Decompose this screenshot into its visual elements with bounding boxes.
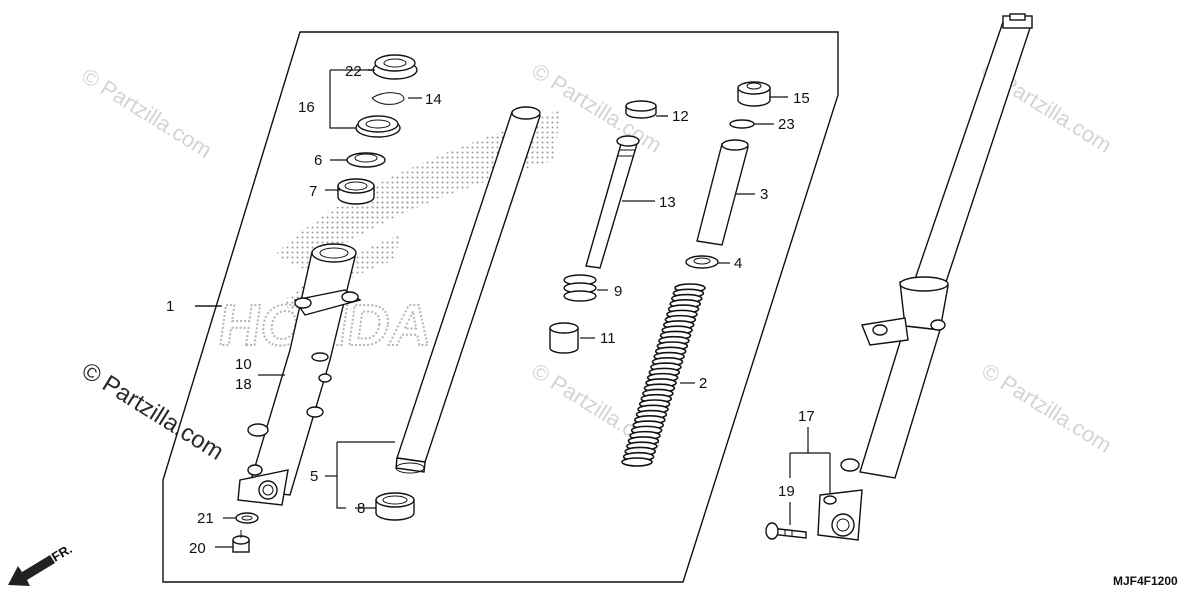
assembly-frame [162, 31, 839, 583]
callout-21: 21 [197, 510, 214, 527]
callout-1: 1 [166, 298, 174, 315]
callout-6: 6 [314, 152, 322, 169]
part-19-bolt [765, 522, 807, 540]
part-11-collar [549, 322, 579, 354]
callout-22: 22 [345, 63, 362, 80]
assembled-fork-right [817, 13, 1033, 541]
part-12-piston-ring [625, 100, 657, 119]
callout-18: 18 [235, 376, 252, 393]
part-9-rebound-spring [563, 274, 597, 302]
watermark-1: © Partzilla.com [77, 63, 216, 163]
part-2-fork-spring [621, 283, 706, 467]
callout-16: 16 [298, 99, 315, 116]
callout-17: 17 [798, 408, 815, 425]
callout-8: 8 [357, 500, 365, 517]
part-16-oil-seal [355, 115, 401, 138]
callout-11: 11 [600, 330, 616, 347]
part-6-backup-ring [346, 152, 386, 168]
callout-9: 9 [614, 283, 622, 300]
callout-10: 10 [235, 356, 252, 373]
callout-12: 12 [672, 108, 689, 125]
leader-lines [195, 69, 831, 548]
callout-3: 3 [760, 186, 768, 203]
part-15-fork-bolt [737, 81, 771, 107]
spring-coil [621, 457, 653, 467]
callout-14: 14 [425, 91, 442, 108]
part-21-sealing-washer [235, 512, 259, 524]
part-3-spacer [696, 139, 749, 246]
part-1-fork-slider [237, 243, 362, 506]
part-7-guide-bushing [337, 178, 375, 205]
part-8-slider-bushing [375, 492, 415, 521]
callout-15: 15 [793, 90, 810, 107]
part-22-dust-seal [372, 54, 418, 80]
part-20-socket-bolt [232, 530, 250, 553]
callout-5: 5 [310, 468, 318, 485]
callout-23: 23 [778, 116, 795, 133]
part-23-o-ring [729, 119, 755, 129]
watermark-5: © Partzilla.com [977, 358, 1116, 458]
part-4-spring-seat [685, 255, 719, 269]
front-direction-arrow: FR. [8, 541, 75, 586]
callout-7: 7 [309, 183, 317, 200]
callout-2: 2 [699, 375, 707, 392]
callout-13: 13 [659, 194, 676, 211]
callout-4: 4 [734, 255, 742, 272]
callout-20: 20 [189, 540, 206, 557]
callout-19: 19 [778, 483, 795, 500]
part-14-stopper-ring [371, 92, 405, 105]
watermark-main: © Partzilla.com [77, 357, 228, 466]
diagram-code: MJF4F1200 [1113, 574, 1178, 588]
callouts: 22 14 16 6 7 1 10 18 5 8 21 20 12 13 9 1… [166, 63, 815, 557]
part-13-fork-piston [585, 135, 640, 269]
part-fork-pipe [395, 106, 541, 474]
